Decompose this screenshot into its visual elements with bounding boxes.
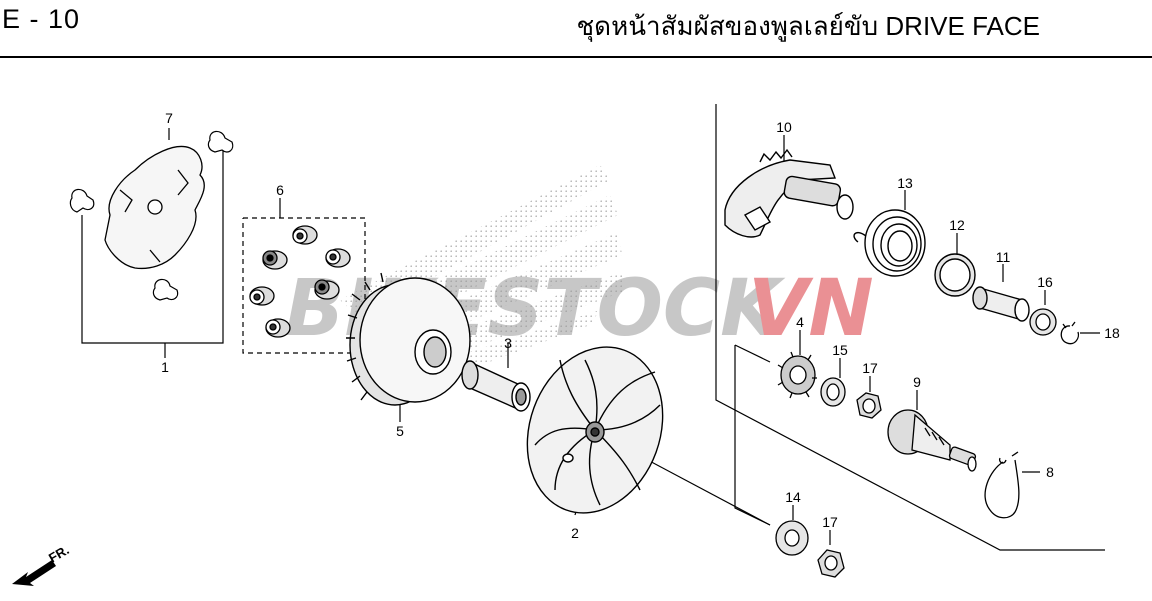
nut-part-17-upper[interactable] (856, 392, 882, 419)
callout-17-lower: 17 (822, 514, 838, 530)
drive-face-part-2[interactable] (505, 328, 685, 532)
movable-drive-face-part-5[interactable] (346, 272, 471, 406)
callout-6: 6 (276, 182, 284, 198)
slider-part-1[interactable] (69, 130, 234, 301)
nut-part-17-lower[interactable] (817, 549, 845, 578)
header-divider (0, 56, 1152, 58)
callout-8: 8 (1046, 464, 1054, 480)
callout-14: 14 (785, 489, 801, 505)
callout-5: 5 (396, 423, 404, 439)
front-direction-arrow-icon: FR. (12, 542, 72, 586)
callout-1: 1 (161, 359, 169, 375)
weight-rollers-part-6[interactable] (249, 225, 351, 338)
circlip-part-18[interactable] (1060, 321, 1080, 345)
spring-part-13[interactable] (853, 209, 926, 277)
callout-10: 10 (776, 119, 792, 135)
bushing-part-11[interactable] (972, 286, 1030, 322)
callout-16: 16 (1037, 274, 1053, 290)
bracket-group-1 (81, 150, 224, 344)
washer-part-14[interactable] (775, 520, 809, 556)
callout-7: 7 (165, 110, 173, 126)
collar-part-3[interactable] (461, 360, 531, 412)
callout-3: 3 (504, 335, 512, 351)
ramp-plate-part-7[interactable] (104, 145, 205, 270)
callout-11: 11 (996, 249, 1011, 265)
watermark-text-red: VN (748, 264, 874, 354)
washer-part-16[interactable] (1029, 308, 1057, 336)
kick-starter-spindle-part-10[interactable] (724, 148, 854, 238)
page-code: E - 10 (2, 4, 81, 34)
callout-2: 2 (571, 525, 579, 541)
washer-part-12[interactable] (934, 253, 976, 297)
ratchet-part-4[interactable] (777, 351, 817, 399)
callout-12: 12 (949, 217, 965, 233)
callout-13: 13 (897, 175, 913, 191)
washer-part-15[interactable] (820, 377, 846, 407)
callout-4: 4 (796, 314, 804, 330)
callout-15: 15 (832, 342, 848, 358)
callout-18: 18 (1104, 325, 1120, 341)
callout-9: 9 (913, 374, 921, 390)
clip-spring-part-8[interactable] (984, 451, 1020, 519)
page-title: ชุดหน้าสัมผัสของพูลเลย์ขับ DRIVE FACE (576, 11, 1040, 41)
frame-right-section (715, 104, 1105, 551)
callout-17-upper: 17 (862, 360, 878, 376)
callout-labels: 1 2 3 4 5 6 7 8 9 10 11 12 13 14 15 16 1… (161, 110, 1120, 541)
starter-pinion-part-9[interactable] (887, 409, 977, 472)
